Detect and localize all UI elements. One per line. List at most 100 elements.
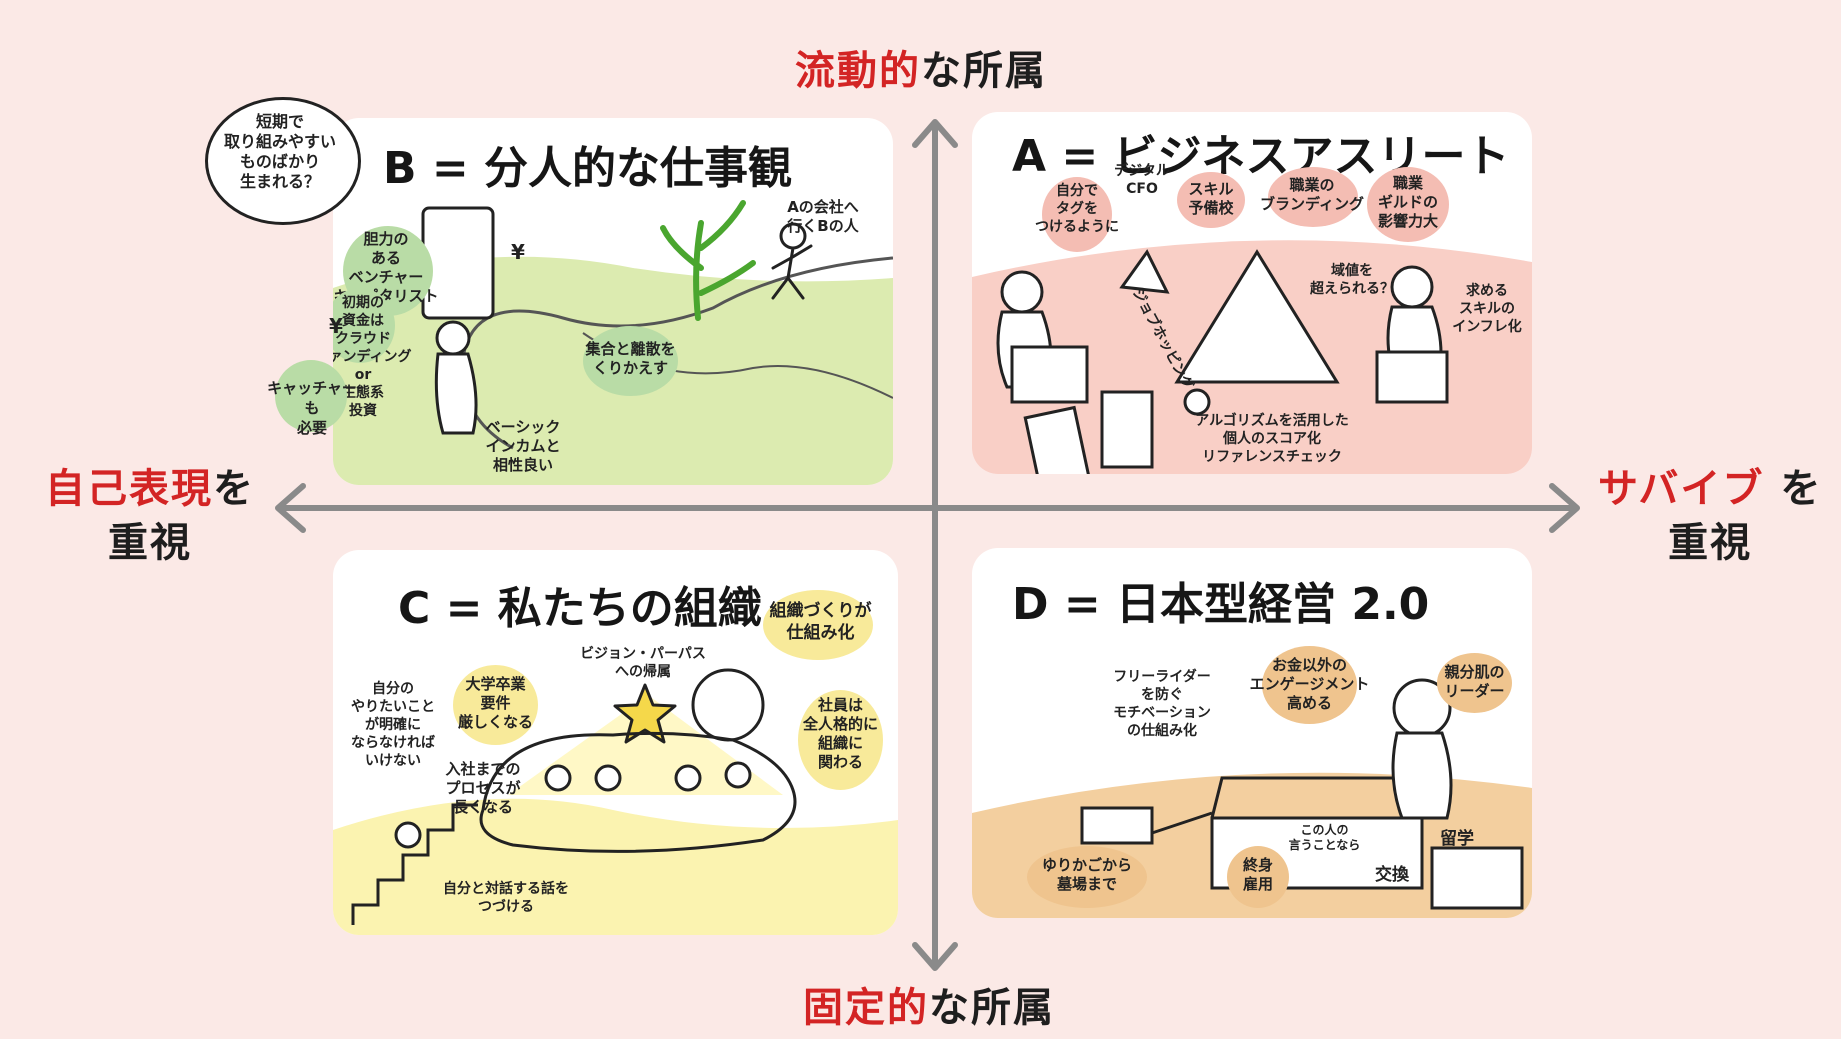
arrow-left-icon — [275, 483, 306, 533]
note-yen-left: ¥ — [329, 314, 343, 338]
note-skill: スキル 予備校 — [1188, 180, 1234, 217]
axis-right-line2: 重視 — [1668, 520, 1753, 566]
axis-bottom-accent: 固定的 — [803, 985, 929, 1031]
note-catcher: キャッチャーも 必要 — [267, 379, 357, 437]
axis-top-rest: な所属 — [921, 48, 1047, 94]
left-person-head — [1000, 270, 1044, 314]
cradle — [1080, 806, 1154, 845]
light-rays — [508, 695, 783, 795]
note-lifetime: 終身 雇用 — [1242, 856, 1273, 893]
blob-mechanism — [763, 590, 873, 660]
arrow-down-icon — [912, 942, 958, 971]
note-exchange: 交換 — [1375, 865, 1409, 885]
panel-a: A = ビジネスアスリート 自分で タグを つけるように デジタル CFO スキ… — [972, 112, 1532, 474]
note-region: 域値を 超えられる？ — [1310, 263, 1394, 297]
note-a-company: Aの会社へ 行くBの人 — [787, 198, 859, 235]
axis-left-line2: 重視 — [108, 520, 192, 566]
dome-body — [479, 731, 797, 853]
right-box — [1375, 350, 1449, 404]
note-study: 留学 — [1440, 829, 1474, 849]
panel-d-title: D = 日本型経営 2.0 — [1012, 579, 1430, 630]
blob-tag — [1042, 177, 1112, 252]
blob-full-member — [798, 690, 883, 790]
sprout-plant — [660, 200, 756, 321]
axis-label-left: 自己表現を 重視 — [45, 462, 255, 570]
member-2-head — [594, 764, 622, 792]
note-process: 入社までの プロセスが 長くなる — [445, 760, 521, 816]
note-vision: ビジョン・パーパス への帰属 — [580, 646, 706, 680]
climber-head — [394, 821, 422, 849]
panel-b: B = 分人的な仕事観 胆力の ある ベンチャー キャピタリスト ¥ Aの会社へ… — [333, 118, 893, 485]
pyramid — [1174, 249, 1340, 384]
thought-bubble — [205, 97, 361, 225]
note-leader: 親分肌の リーダー — [1444, 663, 1505, 700]
blob-graduate — [453, 665, 538, 745]
cone — [1119, 249, 1170, 294]
blob-guild — [1367, 167, 1449, 242]
blob-catcher — [275, 360, 347, 432]
axis-label-right: サバイブ を 重視 — [1598, 462, 1822, 570]
member-4-head — [724, 761, 752, 789]
blob-branding — [1268, 167, 1358, 227]
note-crowdfunding: 初期の 資金は クラウド ファンディング or 生態系 投資 — [333, 295, 412, 419]
blob-leader — [1437, 653, 1512, 713]
star-icon — [613, 683, 677, 744]
arrow-right-icon — [1549, 483, 1580, 533]
note-clear: 自分の やりたいこと が明確に ならなければ いけない — [351, 681, 435, 769]
leader-body — [1391, 731, 1453, 820]
note-tag: 自分で タグを つけるように — [1035, 183, 1119, 235]
blob-lifetime — [1227, 846, 1289, 908]
member-1-head — [544, 764, 572, 792]
note-yen-right: ¥ — [511, 240, 525, 264]
axis-left-accent: 自己表現 — [45, 466, 213, 512]
axis-right-accent: サバイブ — [1598, 466, 1765, 512]
card-left — [1023, 405, 1091, 474]
note-engagement: お金以外の エンゲージメント 高める — [1249, 656, 1370, 712]
panel-c: C = 私たちの組織 組織づくりが 仕組み化 ビジョン・パーパス への帰属 自分… — [333, 550, 898, 935]
arrow-up-icon — [912, 119, 958, 148]
panel-c-illustration — [333, 668, 898, 935]
note-cfo: デジタル CFO — [1114, 163, 1170, 197]
axis-right-rest: を — [1780, 466, 1823, 512]
note-graduate: 大学卒業 要件 厳しくなる — [457, 675, 533, 731]
panel-a-illustration — [972, 240, 1532, 474]
member-3-head — [674, 764, 702, 792]
thought-bubble-text: 短期で 取り組みやすい ものばかり 生まれる？ — [223, 112, 336, 191]
blob-skill — [1177, 172, 1245, 228]
magnifier-icon — [1183, 388, 1211, 416]
note-basic-income: ベーシック インカムと 相性良い — [485, 418, 561, 474]
yellow-ground — [333, 798, 898, 935]
axis-left-rest: を — [213, 466, 255, 512]
note-freerider: フリーライダー を防ぐ モチベーション の仕組み化 — [1113, 669, 1211, 739]
panel-c-title: C = 私たちの組織 — [398, 583, 762, 634]
axis-label-top: 流動的な所属 — [795, 38, 1047, 96]
note-mechanism: 組織づくりが 仕組み化 — [769, 601, 872, 643]
note-full-member: 社員は 全人格的に 組織に 関わる — [802, 696, 878, 771]
axis-label-bottom: 固定的な所属 — [803, 975, 1055, 1033]
card-right — [1100, 390, 1154, 469]
panel-d: D = 日本型経営 2.0 フリーライダー を防ぐ モチベーション の仕組み化 … — [972, 548, 1532, 918]
panel-b-title: B = 分人的な仕事観 — [383, 143, 793, 194]
blob-crowdfunding — [333, 288, 395, 363]
note-branding: 職業の ブランディング — [1260, 176, 1364, 213]
blob-gather — [583, 326, 678, 396]
exchange-basket — [1430, 846, 1524, 910]
person-head — [435, 320, 471, 356]
axis-top-accent: 流動的 — [795, 48, 921, 94]
conveyor — [1151, 811, 1213, 835]
note-obey: この人の 言うことなら — [1288, 823, 1361, 852]
staircase — [351, 803, 478, 925]
note-guild: 職業 ギルドの 影響力大 — [1377, 174, 1438, 230]
note-talk: 自分と対話する話を つづける — [443, 881, 569, 915]
left-box — [1010, 345, 1089, 404]
note-gather: 集合と離散を くりかえす — [585, 340, 676, 377]
blob-cradle — [1027, 846, 1147, 908]
runner-body — [771, 244, 813, 300]
note-cradle: ゆりかごから 墓場まで — [1041, 856, 1132, 893]
blob-engagement — [1262, 646, 1357, 724]
axis-bottom-rest: な所属 — [929, 985, 1055, 1031]
person-body — [434, 352, 478, 435]
note-inflation: 求める スキルの インフレ化 — [1452, 283, 1522, 335]
note-algorithm: アルゴリズムを活用した 個人のスコア化 リファレンスチェック — [1195, 413, 1349, 465]
